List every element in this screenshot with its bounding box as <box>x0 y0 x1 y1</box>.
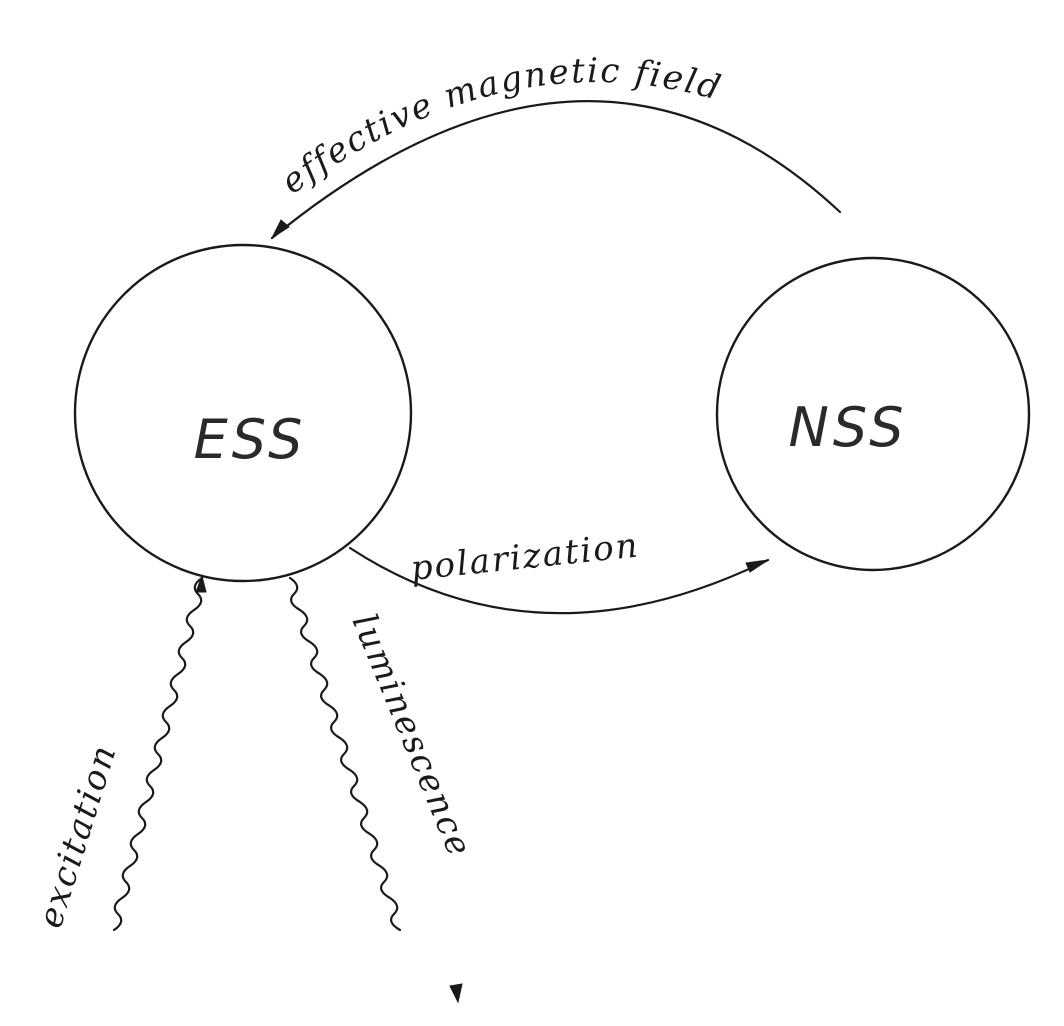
polarization-label: polarization <box>409 525 642 589</box>
polarization-arrow <box>348 546 770 615</box>
ess-circle <box>73 243 413 583</box>
arrowhead-icon <box>270 219 290 240</box>
excitation-wave <box>112 574 207 932</box>
arrowhead-icon <box>195 574 207 593</box>
effective-field-label: effective magnetic field <box>274 51 727 202</box>
nss-circle <box>715 256 1031 572</box>
effective-magnetic-field-arrow <box>270 100 842 240</box>
ess-label: ESS <box>194 408 307 471</box>
arrowhead-icon <box>745 559 769 573</box>
node-ess: ESS <box>73 243 413 583</box>
nss-label: NSS <box>788 396 907 459</box>
excitation-label: excitation <box>30 739 125 932</box>
luminescence-wave <box>288 576 463 1004</box>
node-nss: NSS <box>715 256 1031 572</box>
arrowhead-icon <box>449 983 463 1004</box>
luminescence-label: luminescence <box>344 608 480 863</box>
